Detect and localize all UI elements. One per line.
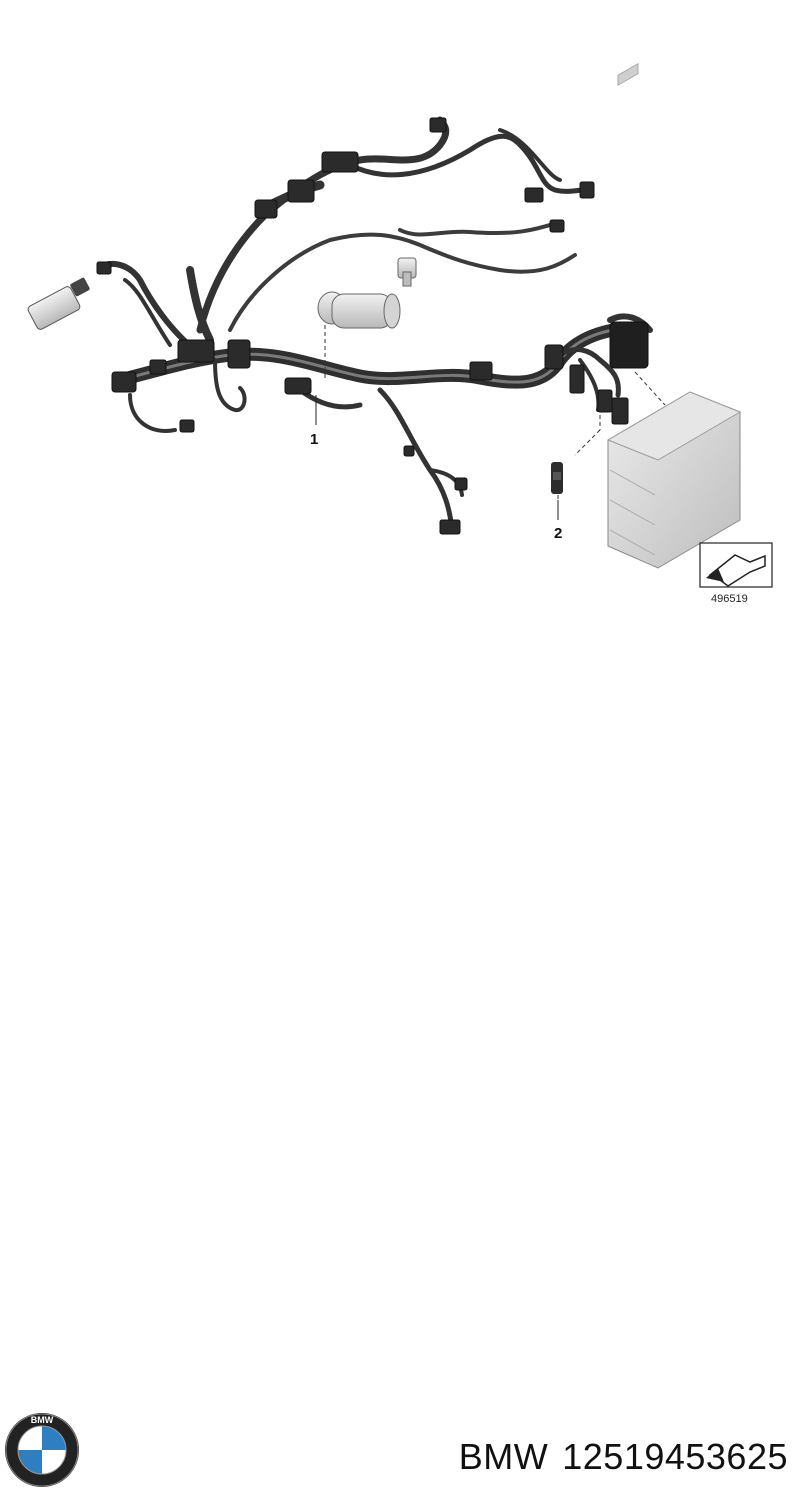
harness-connectors bbox=[96, 117, 649, 535]
brand-name: BMW bbox=[458, 1436, 549, 1477]
leader-lines bbox=[315, 325, 666, 515]
part-title: BMW 12519453625 bbox=[459, 1436, 788, 1478]
logo-lettering: BMW bbox=[31, 1415, 54, 1425]
reference-number: 496519 bbox=[711, 593, 748, 605]
bmw-logo-icon: BMW bbox=[5, 1413, 79, 1487]
leader-solid bbox=[315, 395, 559, 520]
sensor-solenoid bbox=[317, 291, 401, 329]
callout-label: 2 bbox=[554, 525, 562, 542]
connector-part-2 bbox=[551, 462, 563, 494]
footer: BMW BMW 12519453625 bbox=[0, 700, 800, 1487]
parts-diagram: 1 2 496519 bbox=[27, 63, 773, 605]
sensor-small bbox=[397, 257, 417, 287]
ecu-module bbox=[606, 63, 742, 569]
direction-arrow-icon bbox=[699, 542, 773, 588]
callout-label: 1 bbox=[310, 431, 318, 448]
part-number: 12519453625 bbox=[562, 1436, 788, 1477]
sensor-left bbox=[27, 277, 90, 330]
